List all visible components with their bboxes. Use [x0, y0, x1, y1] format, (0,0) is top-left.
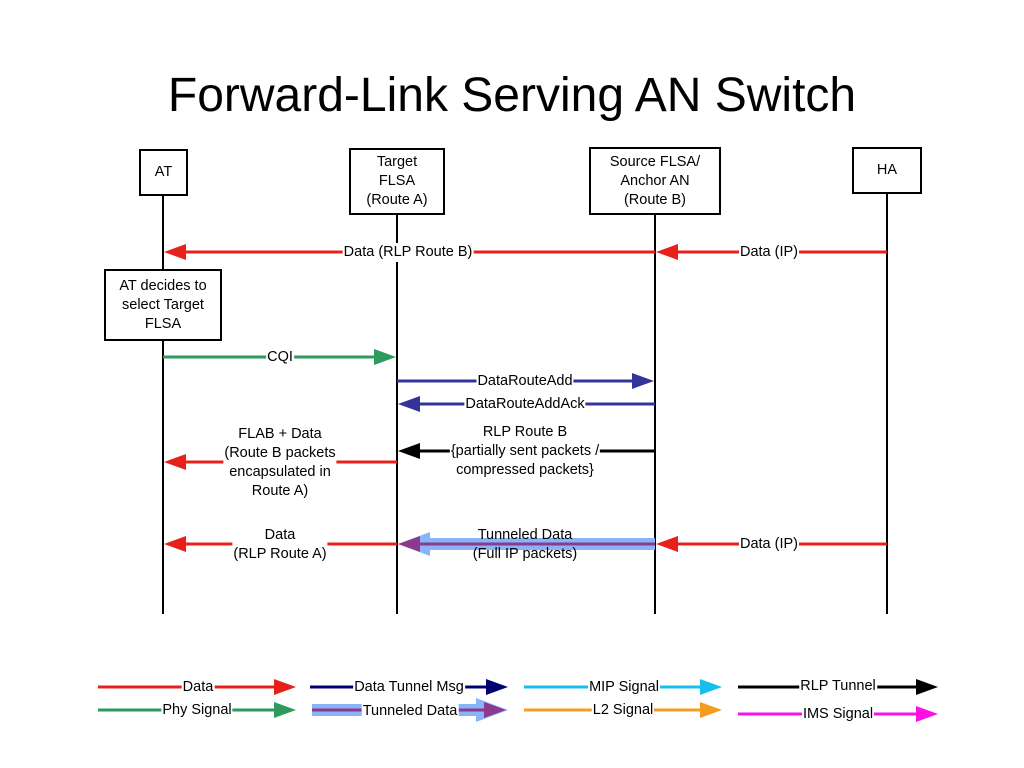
- legend-label-mip-signal: MIP Signal: [588, 678, 660, 697]
- entity-target-flsa: Target FLSA (Route A): [349, 148, 445, 215]
- label-tunneled-data: Tunneled Data (Full IP packets): [472, 527, 578, 562]
- legend-label-data: Data: [181, 678, 215, 697]
- legend-label-l2-signal: L2 Signal: [591, 701, 655, 720]
- msg-tunneled-data: [398, 532, 655, 556]
- legend-label-rlp-tunnel: RLP Tunnel: [799, 677, 877, 696]
- entity-source-flsa: Source FLSA/ Anchor AN (Route B): [589, 147, 721, 215]
- legend-label-tunneled-data: Tunneled Data: [361, 702, 459, 721]
- entity-at: AT: [139, 149, 188, 196]
- legend-label-ims-signal: IMS Signal: [801, 705, 875, 724]
- note-at-decides: AT decides to select Target FLSA: [104, 269, 222, 341]
- label-data-ip-1: Data (IP): [738, 243, 800, 262]
- label-data-rlp-route-b: Data (RLP Route B): [342, 243, 474, 262]
- label-cqi: CQI: [266, 348, 294, 367]
- label-flab-data: FLAB + Data (Route B packets encapsulate…: [223, 425, 337, 501]
- legend-label-data-tunnel-msg: Data Tunnel Msg: [353, 678, 465, 697]
- entity-ha: HA: [852, 147, 922, 194]
- legend-label-phy-signal: Phy Signal: [161, 701, 233, 720]
- label-rlp-route-b: RLP Route B {partially sent packets / co…: [449, 423, 601, 480]
- page-title: Forward-Link Serving AN Switch: [167, 69, 857, 122]
- label-data-ip-2: Data (IP): [738, 535, 800, 554]
- label-dataroute-add-ack: DataRouteAddAck: [464, 395, 586, 414]
- label-dataroute-add: DataRouteAdd: [476, 372, 574, 391]
- label-data-rlp-route-a: Data (RLP Route A): [232, 526, 328, 564]
